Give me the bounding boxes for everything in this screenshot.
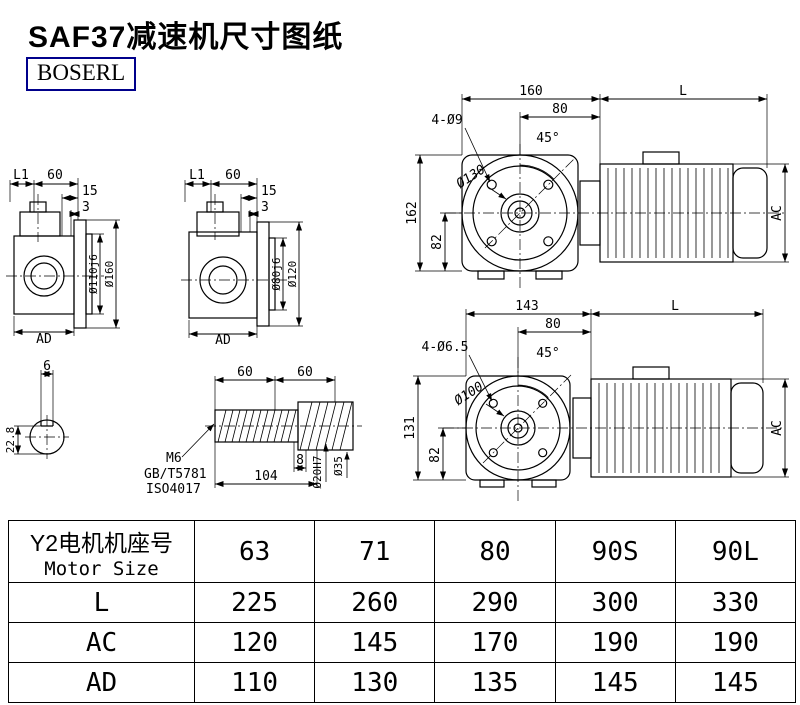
dim-bore: Ø20H7 [311,455,324,488]
standard-label-2: ISO4017 [146,482,201,497]
brand-logo: BOSERL [26,57,137,91]
dim-holes: 4-Ø9 [431,113,462,128]
motor-size-col-2: 71 [314,520,436,583]
motor-size-col-4: 90S [554,520,676,583]
table-cell: 190 [674,622,797,663]
dim-motor-length: L [671,299,679,314]
dim-flange-od: Ø120 [286,261,299,288]
table-cell: 145 [554,662,676,703]
table-cell: 145 [674,662,797,703]
dim-l1: L1 [189,168,205,183]
dim-angle: 45° [536,346,559,361]
front-view-small-drawing: 143 L 80 4-Ø6.5 45° Ø100 131 82 AC [403,299,789,503]
dim-l1: L1 [13,168,29,183]
dim-motor-length: L [679,84,687,99]
dim-len-b: 60 [297,365,313,380]
dim-bolt-circle: Ø100 [452,379,487,409]
motor-fins [607,168,729,258]
dim-holes: 4-Ø6.5 [422,340,469,355]
table-header-en: Motor Size [44,557,159,580]
motor-outline [579,151,768,263]
motor-fins [598,383,720,473]
center-lines [443,357,783,503]
dim-spigot: Ø80j6 [270,257,283,290]
dim-key-height: 22.8 [4,427,17,454]
motor-size-col-3: 80 [434,520,556,583]
dim-15: 15 [261,184,277,199]
dim-width: 160 [519,84,542,99]
dim-60: 60 [225,168,241,183]
dim-ad: AD [215,333,231,348]
gearbox-side-body [13,201,93,329]
dim-total: 104 [254,469,278,484]
dim-60: 60 [47,168,63,183]
dim-step: 8 [296,453,304,468]
dim-15: 15 [82,184,98,199]
table-cell: 145 [314,622,436,663]
dimension-lines [9,178,120,336]
table-header-cn: Y2电机机座号 [29,529,174,556]
motor-size-table: Y2电机机座号 Motor Size 63 71 80 90S 90L L 22… [8,520,797,703]
dim-len-a: 60 [237,365,253,380]
page-title: SAF37减速机尺寸图纸 [28,21,344,54]
dim-height2: 82 [428,447,443,463]
dim-spigot: Ø110j6 [87,254,100,294]
table-cell: 300 [554,582,676,623]
dim-flange-od: Ø160 [103,261,116,288]
row-label-AC: AC [8,622,195,663]
table-cell: 170 [434,622,556,663]
table-cell: 290 [434,582,556,623]
dimension-lines [413,309,789,481]
dim-height2: 82 [430,234,445,250]
dim-angle: 45° [536,131,559,146]
motor-size-col-1: 63 [193,520,316,583]
dim-3: 3 [82,200,90,215]
row-label-AD: AD [8,662,195,703]
table-cell: 190 [554,622,676,663]
dim-ad: AD [36,332,52,347]
dimension-lines [184,178,303,338]
table-cell: 130 [314,662,436,703]
dim-width: 143 [515,299,538,314]
standard-label-1: GB/T5781 [144,467,207,482]
gearbox-side-body [188,201,276,327]
center-lines [181,194,287,281]
shaft-end-view-drawing: 6 22.8 [4,359,69,459]
dimension-lines [14,370,54,455]
table-header-motor-size: Y2电机机座号 Motor Size [8,520,195,583]
dim-width2: 80 [545,317,561,332]
dim-3: 3 [261,200,269,215]
dim-height: 162 [405,201,420,224]
flange-view-1-drawing: L1 60 15 3 Ø110j6 Ø160 AD [6,168,120,347]
flange-view-2-drawing: L1 60 15 3 Ø80j6 Ø120 AD [181,168,303,348]
front-view-large-drawing: 160 L 80 4-Ø9 45° Ø130 162 82 AC [405,84,789,288]
shaft-side-view-drawing: 60 60 M6 GB/T5781 ISO4017 8 104 Ø20H7 Ø3… [144,365,362,497]
table-cell: 330 [674,582,797,623]
gearbox-housing [461,154,579,280]
center-lines [25,415,69,459]
table-cell: 110 [193,662,316,703]
dim-key-width: 6 [43,359,51,374]
thread-label: M6 [166,451,182,466]
table-cell: 120 [193,622,316,663]
motor-size-col-5: 90L [674,520,797,583]
dim-motor-dia: AC [770,420,785,436]
row-label-L: L [8,582,195,623]
dim-height: 131 [403,416,418,439]
dim-motor-dia: AC [770,205,785,221]
table-cell: 225 [193,582,316,623]
dimension-lines [415,94,789,272]
dim-od: Ø35 [332,456,345,476]
dim-width2: 80 [552,102,568,117]
center-lines [6,194,104,277]
motor-outline [572,366,764,478]
table-cell: 135 [434,662,556,703]
table-cell: 260 [314,582,436,623]
dimension-lines [181,376,350,488]
